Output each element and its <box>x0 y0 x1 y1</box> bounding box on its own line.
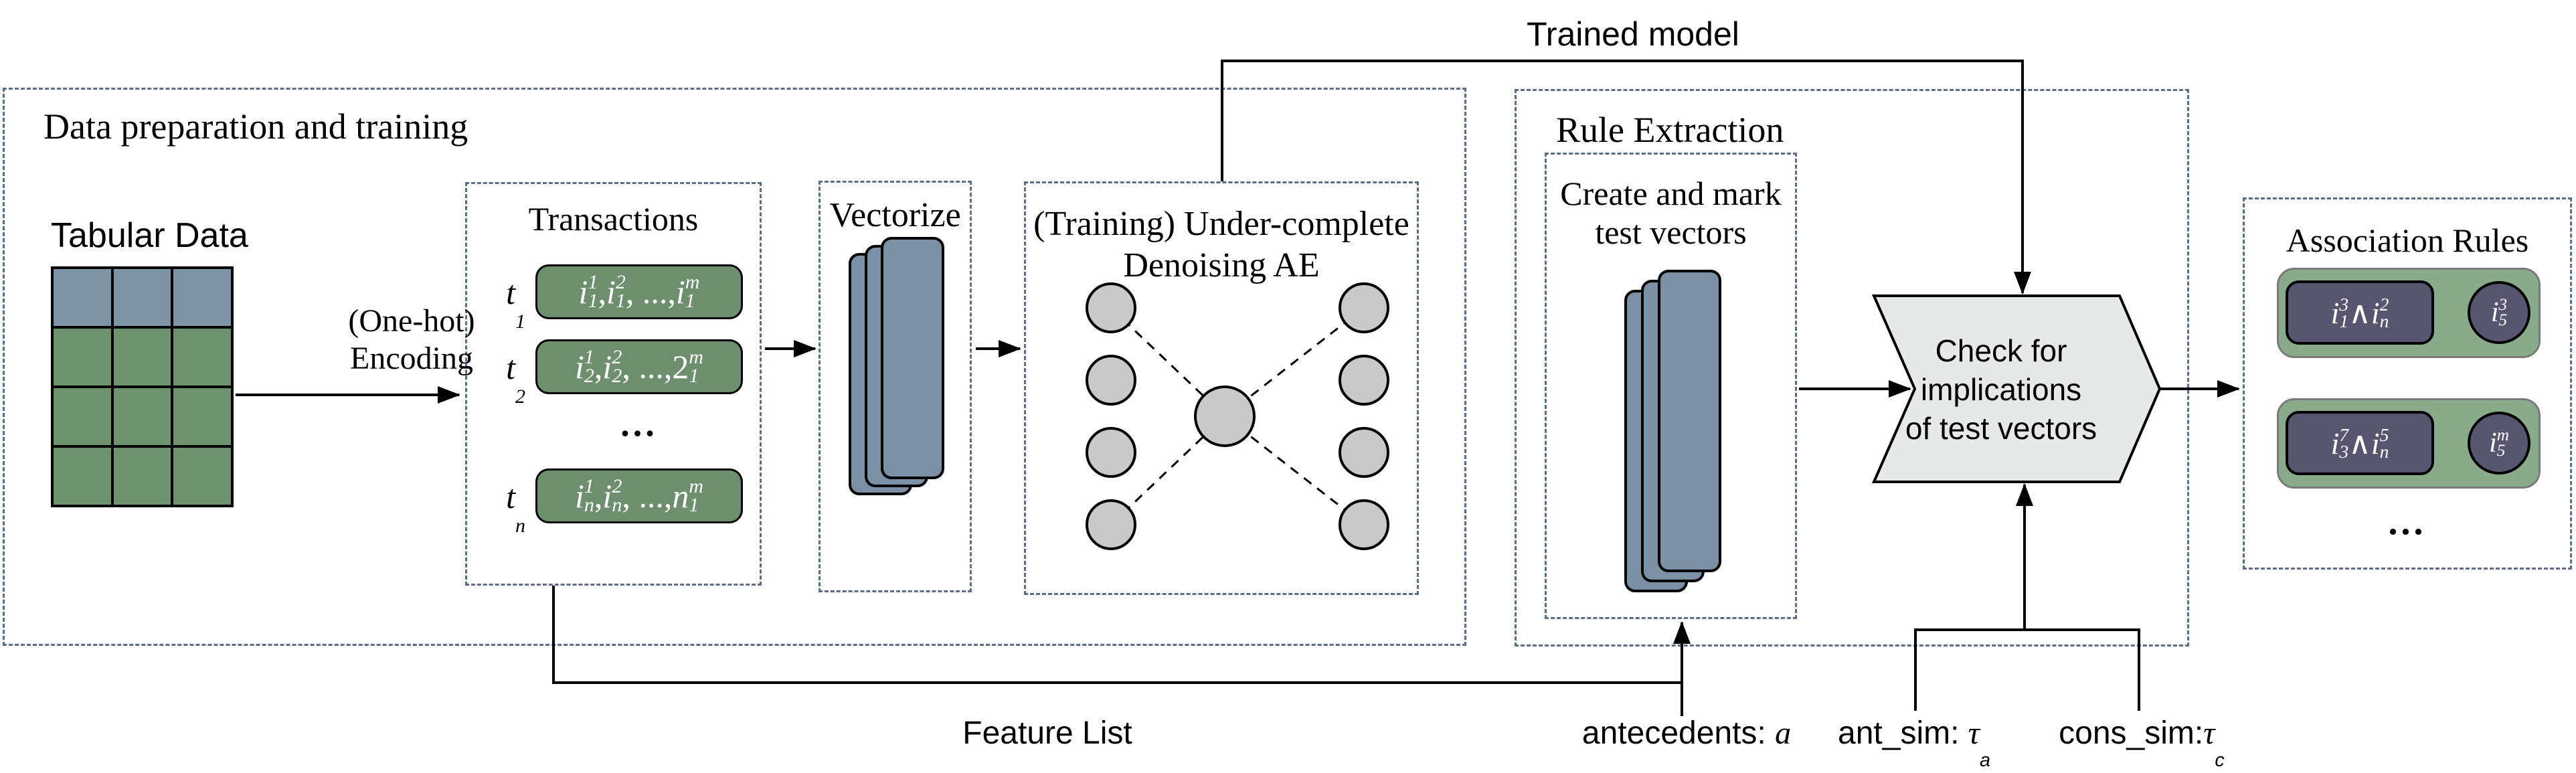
test-vector-sheet-front <box>1658 270 1721 572</box>
rule-extraction-title: Rule Extraction <box>1556 110 1784 150</box>
vectorize-title: Vectorize <box>829 196 961 234</box>
grid-cell <box>113 448 171 505</box>
grid-cell <box>54 388 111 445</box>
antecedents-label: antecedents: a <box>1559 715 1814 752</box>
check-line1: Check for <box>1935 333 2067 368</box>
check-implications-label: Check for implications of test vectors <box>1881 331 2122 448</box>
create-title-line2: test vectors <box>1595 213 1747 251</box>
one-hot-line2: Encoding <box>350 341 473 376</box>
transaction-row-label: t 1 <box>506 274 525 333</box>
grid-cell <box>113 388 171 445</box>
create-test-vectors-title: Create and mark test vectors <box>1545 174 1797 252</box>
grid-cell <box>173 388 231 445</box>
transactions-box <box>465 182 762 586</box>
check-line3: of test vectors <box>1905 411 2097 446</box>
grid-cell <box>173 269 231 326</box>
grid-cell <box>113 329 171 385</box>
cons-sim-label: cons_sim:τ c <box>2028 715 2255 770</box>
grid-cell <box>54 269 111 326</box>
tabular-data-grid <box>51 266 234 507</box>
transaction-row-label: t n <box>506 478 525 537</box>
association-rules-title: Association Rules <box>2286 222 2529 259</box>
grid-cell <box>173 448 231 505</box>
ant-sim-symbol: τ a <box>1968 715 1990 772</box>
ae-title-line1: (Training) Under-complete <box>1033 205 1409 243</box>
autoencoder-title: (Training) Under-complete Denoising AE <box>1024 203 1419 286</box>
ae-title-line2: Denoising AE <box>1123 246 1320 284</box>
one-hot-encoding-label: (One-hot) Encoding <box>281 303 542 377</box>
grid-cell <box>54 448 111 505</box>
ant-sim-label: ant_sim: τ a <box>1807 715 2021 770</box>
feature-list-label: Feature List <box>962 715 1132 751</box>
antecedents-symbol: a <box>1775 715 1792 751</box>
create-title-line1: Create and mark <box>1560 175 1782 212</box>
check-line2: implications <box>1920 372 2082 407</box>
association-rules-ellipsis: ... <box>2388 501 2427 543</box>
data-preparation-title: Data preparation and training <box>44 106 468 147</box>
vector-sheet-front <box>881 237 944 479</box>
grid-cell <box>54 329 111 385</box>
transactions-ellipsis: ... <box>620 404 658 444</box>
cons-sim-prefix: cons_sim: <box>2059 715 2204 751</box>
tabular-data-label: Tabular Data <box>51 216 248 255</box>
antecedents-prefix: antecedents: <box>1581 715 1776 751</box>
association-rules-box <box>2243 197 2572 570</box>
trained-model-label: Trained model <box>1527 15 1739 53</box>
grid-cell <box>173 329 231 385</box>
one-hot-line1: (One-hot) <box>348 303 475 339</box>
ant-sim-prefix: ant_sim: <box>1838 715 1968 751</box>
transaction-row-label: t 2 <box>506 349 525 408</box>
cons-sim-symbol: τ c <box>2203 715 2225 772</box>
grid-cell <box>113 269 171 326</box>
transactions-title: Transactions <box>528 200 699 238</box>
